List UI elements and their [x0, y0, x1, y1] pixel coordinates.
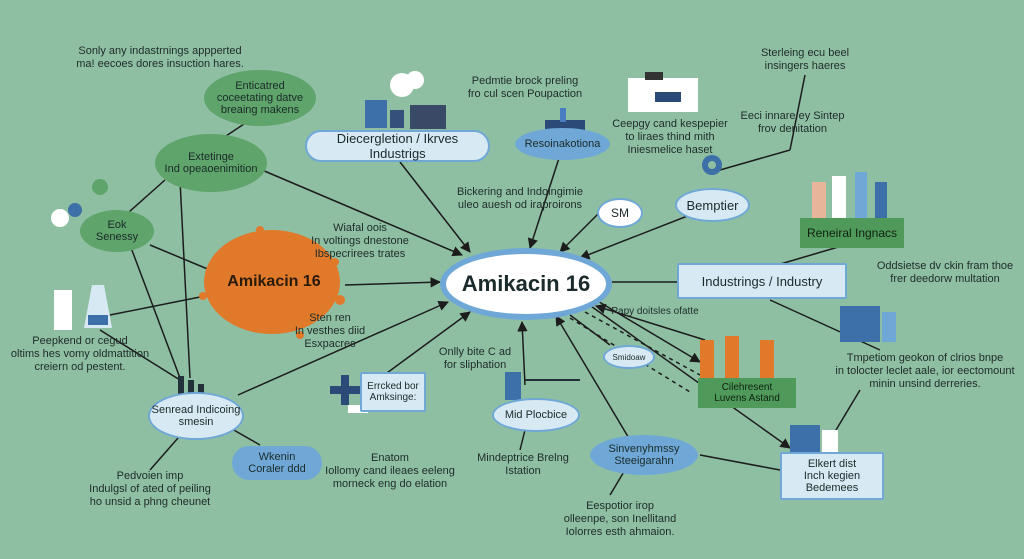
node-sm[interactable]: SM — [597, 198, 643, 228]
text-t5: Eeci innare ey Sintep frov denitation — [740, 110, 845, 135]
node-elkert[interactable]: Elkert dist Inch kegien Bedemees — [780, 452, 884, 500]
edge-reso — [527, 154, 561, 249]
text-t11: Peepkend or cegud oltims hes vomy oldmat… — [10, 335, 150, 373]
text-t7: Wiafal oois In voltings dnestone Ibspecr… — [311, 222, 409, 260]
edge-clinhresent — [595, 299, 701, 363]
node-smallbubble[interactable]: Smidoaw — [603, 345, 655, 369]
edge-elkert — [587, 303, 791, 449]
node-remain[interactable]: Reneiral Ingnacs — [800, 218, 904, 248]
orange-hub-blob — [199, 226, 345, 339]
node-clinhresent[interactable]: Cilehresent Luvens Astand — [698, 378, 796, 408]
edge-sinverg-elkert — [699, 454, 781, 471]
node-reso[interactable]: Resoinakotiona — [515, 128, 610, 160]
node-midplace[interactable]: Mid Plocbice — [492, 398, 580, 432]
node-errored[interactable]: Errcked bor Amksinge: — [360, 372, 426, 412]
edge-sinverg-t17 — [609, 469, 626, 496]
text-t4: Ceepgy cand kespepier to liraes thind mi… — [612, 118, 728, 156]
factory-icon-bottom-right — [790, 425, 838, 455]
edge-t5 — [719, 149, 791, 171]
text-t3: Sterleing ecu beel insingers haeres — [760, 47, 850, 72]
text-t1: Sonly any indastrnings appperted ma! eec… — [76, 45, 244, 70]
node-sinverg[interactable]: Sinvenyhmssy Steeigarahn — [590, 435, 698, 475]
edge-amikacin-left — [344, 277, 442, 288]
text-t16: Mindeptrice Brelng Istation — [477, 452, 569, 477]
node-bemptier[interactable]: Bemptier — [675, 188, 750, 222]
node-enhanced[interactable]: Enticatred coceetating datve breaing mak… — [204, 70, 316, 126]
gear-cluster-icon — [51, 179, 108, 227]
edge-sensed — [237, 301, 449, 396]
text-t6: Bickering and Indolngimie uleo auesh od … — [457, 186, 583, 211]
building-icon-right — [628, 72, 698, 112]
text-t8: Sten ren In vesthes diid Esxpacres — [294, 312, 366, 350]
edge-eck-sensed — [129, 244, 181, 379]
pipes-icon — [700, 336, 774, 380]
amikacin-hub-node[interactable]: Amikacin 16 — [227, 273, 321, 290]
text-t17: Eespotior irop olleenpe, son Inellitand … — [563, 500, 677, 538]
edge-midplace — [517, 320, 528, 386]
edge-t11-amikacin — [109, 294, 211, 316]
text-t12: Onlly bite C ad for sliphation — [438, 346, 512, 371]
node-discretion[interactable]: Diecergletion / Ikrves Industrigs — [305, 130, 490, 162]
center-node[interactable]: Amikacin 16 — [440, 248, 612, 320]
node-industry[interactable]: Industrings / Industry — [677, 263, 847, 299]
tower-icon-right — [812, 172, 887, 218]
edge-exchange — [261, 169, 463, 257]
text-t14: Pedvoien imp Indulgsl of ated of peiling… — [89, 470, 211, 508]
medical-icon-bottom — [330, 375, 368, 413]
text-t2: Pedmtie brock preling fro cul scen Poupa… — [467, 75, 583, 100]
edge-sinverg — [555, 315, 631, 441]
gear-icon — [702, 155, 722, 175]
node-wherin[interactable]: Wkenin Coraler ddd — [232, 446, 322, 480]
node-eck[interactable]: Eok Senessy — [80, 210, 154, 252]
edge-discretion — [399, 161, 471, 253]
edge-eck-amikacin — [149, 244, 211, 271]
lab-bottles-icon — [54, 285, 112, 330]
edge-bubble — [569, 314, 611, 346]
node-sensed[interactable]: Senread Indicoing smesin — [148, 392, 244, 440]
factory-icon-right-mid — [840, 306, 896, 342]
edge-midplace-t16 — [519, 429, 526, 451]
plant-icon-bottom-left — [178, 376, 204, 394]
edge-exchange-sensed — [179, 179, 191, 379]
edge-dashed-2 — [584, 311, 701, 376]
edge-t11-sensed — [99, 329, 181, 381]
edge-errored — [379, 311, 471, 379]
text-t15: Enatom Iollomy cand ileaes eeleng mornec… — [325, 452, 455, 490]
node-exchange[interactable]: Extetinge Ind opeaoenimition — [155, 134, 267, 192]
text-t9: Oddsietse dv ckin fram thoe frer deedorw… — [876, 260, 1014, 285]
factory-icon-top — [365, 71, 446, 129]
edge-t10 — [594, 303, 706, 341]
scale-icon — [505, 372, 580, 400]
text-t13: Tmpetiom geokon of clrios bnpe in toloct… — [835, 352, 1015, 390]
edge-sm — [559, 211, 601, 253]
text-t10: Papy doitsles ofatte — [611, 306, 699, 317]
edge-bemptier — [579, 214, 691, 260]
edge-t3 — [789, 74, 806, 151]
